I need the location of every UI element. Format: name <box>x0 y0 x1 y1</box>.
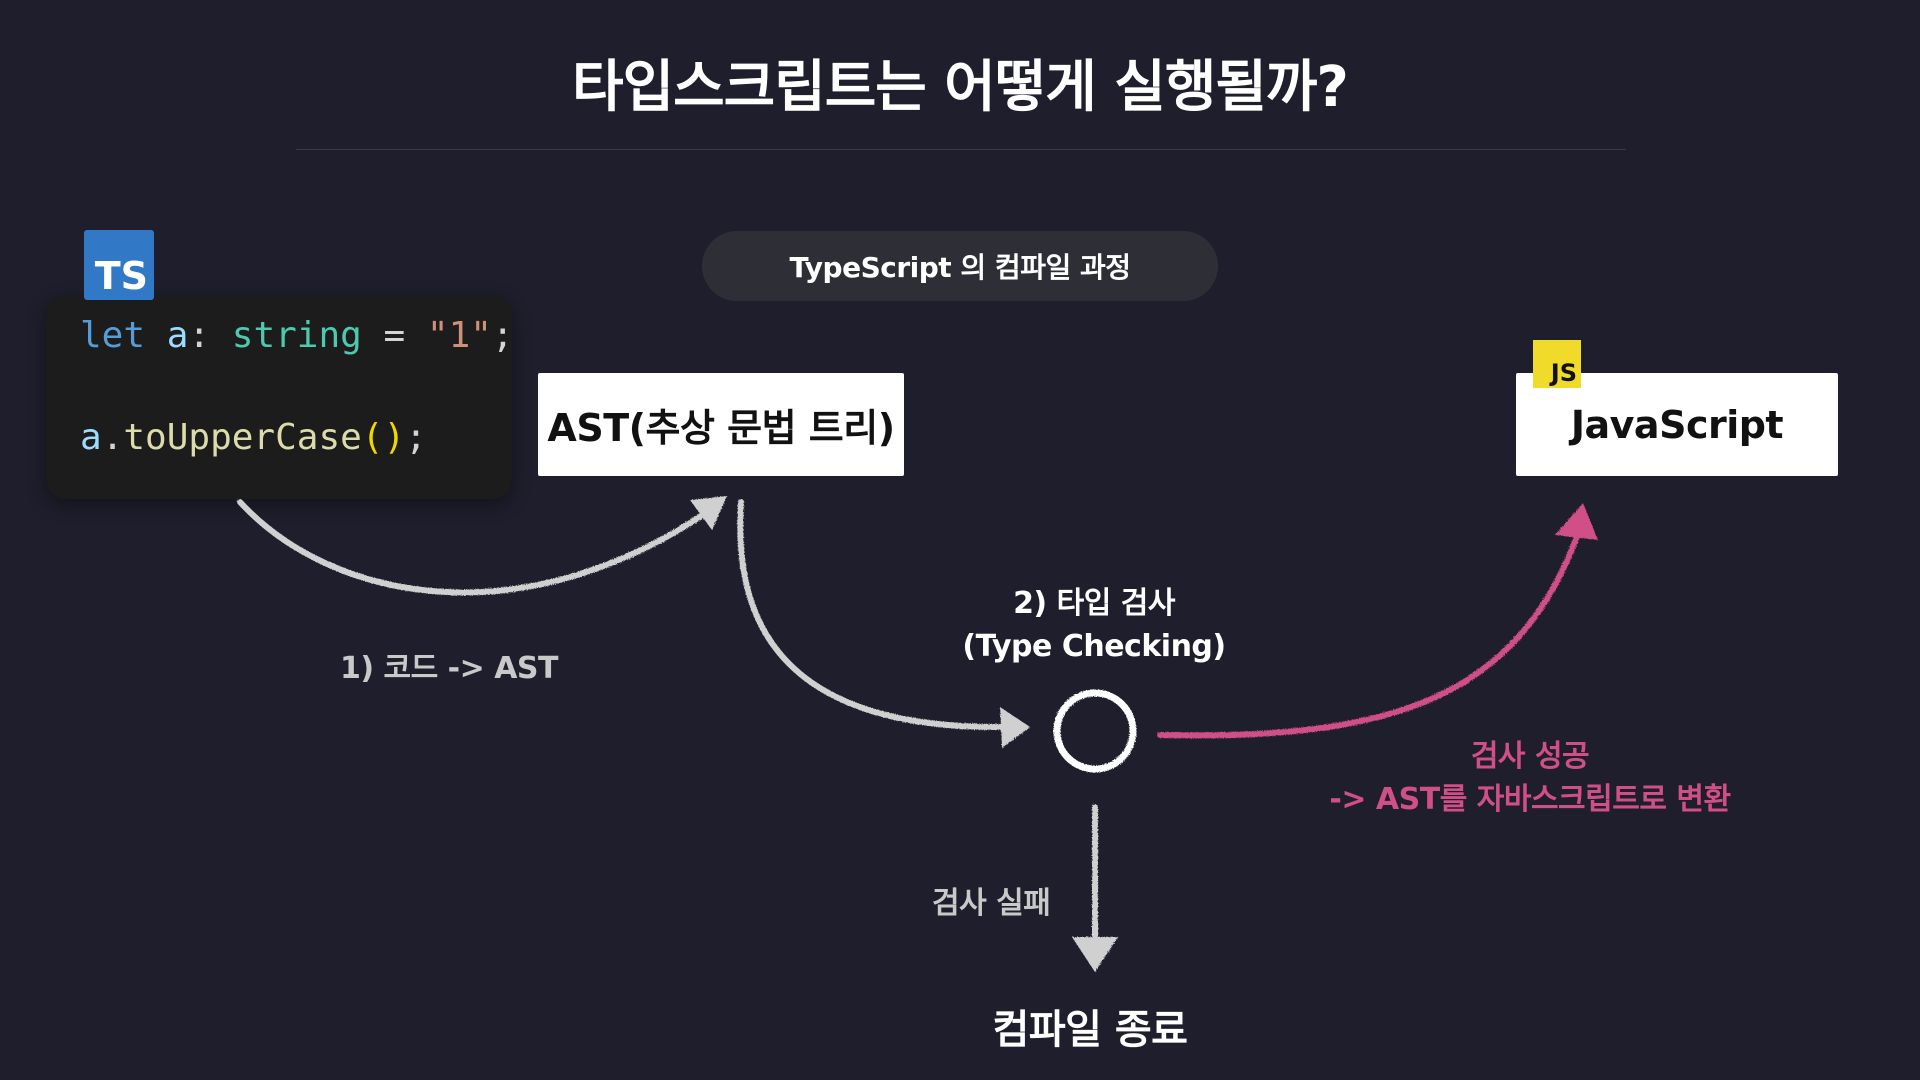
code-string: "1" <box>426 315 492 356</box>
arrow-success-to-js-head <box>1555 503 1598 540</box>
typescript-logo-icon: TS <box>84 230 154 300</box>
success-label: 검사 성공 -> AST를 자바스크립트로 변환 <box>1300 735 1760 821</box>
title-divider <box>296 149 1626 150</box>
type-check-circle <box>1053 689 1137 773</box>
success-label-line2: -> AST를 자바스크립트로 변환 <box>1329 782 1731 817</box>
code-snippet: let a: string = "1"; a.toUpperCase(); <box>46 295 514 499</box>
arrow-ast-to-check <box>737 499 1008 731</box>
code-method: toUpperCase <box>123 417 362 458</box>
code-colon: : <box>188 315 211 356</box>
javascript-box: JavaScript <box>1516 373 1838 476</box>
compile-process-pill: TypeScript 의 컴파일 과정 <box>702 231 1218 301</box>
compile-end-label: 컴파일 종료 <box>992 1007 1188 1053</box>
javascript-logo-icon: JS <box>1533 340 1581 388</box>
code-variable: a <box>80 417 102 458</box>
arrow-fail-to-end-head <box>1072 937 1118 972</box>
ast-box: AST(추상 문법 트리) <box>538 373 904 476</box>
code-line-2: a.toUpperCase(); <box>80 417 427 458</box>
page-title: 타입스크립트는 어떻게 실행될까? <box>572 55 1349 120</box>
code-line-1: let a: string = "1"; <box>80 315 514 356</box>
arrow-code-to-ast-head <box>690 496 727 530</box>
step1-label: 1) 코드 -> AST <box>340 651 559 686</box>
code-variable: a <box>166 315 189 356</box>
code-dot: . <box>101 417 124 458</box>
code-equals: = <box>383 315 406 356</box>
fail-label: 검사 실패 <box>932 886 1051 921</box>
success-label-line1: 검사 성공 <box>1470 739 1590 774</box>
arrow-code-to-ast <box>237 499 713 596</box>
code-keyword: let <box>80 315 146 356</box>
code-semicolon: ; <box>405 417 427 458</box>
arrow-success-to-js <box>1157 525 1583 739</box>
code-parens: () <box>361 417 406 458</box>
step2-label: 2) 타입 검사 (Type Checking) <box>944 582 1244 668</box>
code-semicolon: ; <box>491 315 514 356</box>
arrow-ast-to-check-head <box>1000 707 1030 748</box>
step2-label-line2: (Type Checking) <box>962 629 1226 664</box>
step2-label-line1: 2) 타입 검사 <box>1013 586 1175 621</box>
code-type: string <box>231 315 362 356</box>
